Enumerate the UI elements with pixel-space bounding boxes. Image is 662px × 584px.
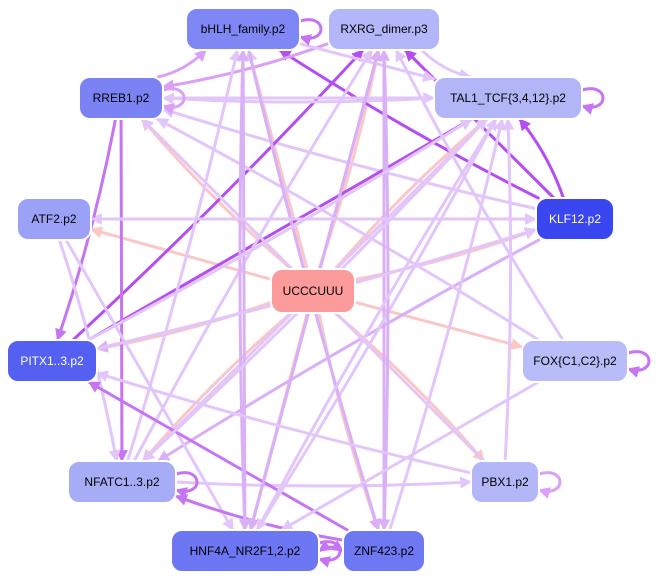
edge-nfatc1-to-rxrg [132,48,374,463]
self-loop-fox [626,350,651,378]
node-label-center: UCCCUUU [283,284,344,298]
edge-klf12-to-bhlh [278,48,540,200]
node-box-pitx1 [6,339,98,383]
node-box-fox [521,339,629,383]
node-center[interactable]: UCCCUUU [270,268,356,314]
node-box-hnf4a [170,529,320,573]
node-box-rreb1 [78,76,164,120]
node-hnf4a[interactable]: HNF4A_NR2F1,2.p2 [170,529,320,573]
edge-bhlh-to-hnf4a [238,48,251,532]
node-box-znf423 [342,529,426,573]
node-box-bhlh [185,7,301,51]
edge-rreb1-to-nfatc1 [115,117,128,463]
edge-center-to-atf2 [89,226,273,281]
edge-rxrg-to-znf423 [378,48,391,532]
node-rreb1[interactable]: RREB1.p2 [78,76,164,120]
node-tal1[interactable]: TAL1_TCF{3,4,12}.p2 [433,76,583,120]
edge-nfatc1-to-bhlh [126,48,241,463]
node-label-tal1: TAL1_TCF{3,4,12}.p2 [450,91,566,105]
edge-pitx1-to-tal1 [86,117,474,342]
node-label-pbx1: PBX1.p2 [481,475,529,489]
node-rxrg[interactable]: RXRG_dimer.p3 [327,7,441,51]
node-znf423[interactable]: ZNF423.p2 [342,529,426,573]
node-box-pbx1 [470,460,540,504]
self-loop-hnf4a [317,540,342,568]
self-loop-tal1 [580,87,605,115]
edge-center-to-fox [353,300,524,350]
node-box-nfatc1 [67,460,177,504]
edge-klf12-to-nfatc1 [156,238,541,463]
node-label-rxrg: RXRG_dimer.p3 [340,22,428,36]
node-box-klf12 [535,197,615,241]
node-label-nfatc1: NFATC1..3.p2 [84,475,159,489]
edge-rxrg-to-tal1 [420,48,472,81]
node-label-klf12: KLF12.p2 [549,212,601,226]
edge-rxrg-to-rreb1 [161,42,330,92]
self-loop-pbx1 [537,471,562,499]
node-label-atf2: ATF2.p2 [31,212,76,226]
node-atf2[interactable]: ATF2.p2 [16,197,92,241]
node-pitx1[interactable]: PITX1..3.p2 [6,339,98,383]
node-label-znf423: ZNF423.p2 [354,544,414,558]
edge-fox-to-rreb1 [155,117,541,342]
self-loop-layer [161,18,651,568]
edge-nfatc1-to-pbx1 [174,476,473,489]
edge-klf12-to-tal1 [518,117,565,200]
node-layer: UCCCUUU bHLH_family.p2 RXRG_dimer.p3RREB1.… [6,7,629,573]
node-label-bhlh: bHLH_family.p2 [201,22,286,36]
node-box-center [270,268,356,314]
node-klf12[interactable]: KLF12.p2 [535,197,615,241]
edge-hnf4a-to-bhlh [236,48,249,532]
edge-center-to-nfatc1 [141,311,293,463]
edge-hnf4a-to-tal1 [255,117,498,532]
edge-pitx1-to-tal1 [86,117,474,342]
node-box-tal1 [433,76,583,120]
node-bhlh[interactable]: bHLH_family.p2 [185,7,301,51]
edge-tal1-to-hnf4a [255,117,498,532]
node-label-rreb1: RREB1.p2 [93,91,150,105]
edge-center-to-tal1 [333,117,489,271]
edge-znf423-to-tal1 [388,117,506,532]
node-box-rxrg [327,7,441,51]
node-fox[interactable]: FOX{C1,C2}.p2 [521,339,629,383]
edge-pbx1-to-pitx1 [95,370,473,475]
node-label-hnf4a: HNF4A_NR2F1,2.p2 [190,544,301,558]
node-label-pitx1: PITX1..3.p2 [20,354,84,368]
node-nfatc1[interactable]: NFATC1..3.p2 [67,460,177,504]
node-box-atf2 [16,197,92,241]
edge-rreb1-to-bhlh [156,48,208,79]
self-loop-bhlh [298,18,323,46]
edge-tal1-to-rreb1 [161,92,436,105]
edge-fox-to-rxrg [394,48,565,342]
edge-center-to-rreb1 [140,117,293,271]
edge-klf12-to-rxrg [403,48,556,200]
node-label-fox: FOX{C1,C2}.p2 [533,354,617,368]
self-loop-nfatc1 [174,471,199,499]
edge-znf423-to-pitx1 [87,380,349,532]
edge-pbx1-to-tal1 [502,117,515,463]
self-loop-rreb1 [161,87,186,115]
node-pbx1[interactable]: PBX1.p2 [470,460,540,504]
edge-fox-to-hnf4a [279,380,541,532]
